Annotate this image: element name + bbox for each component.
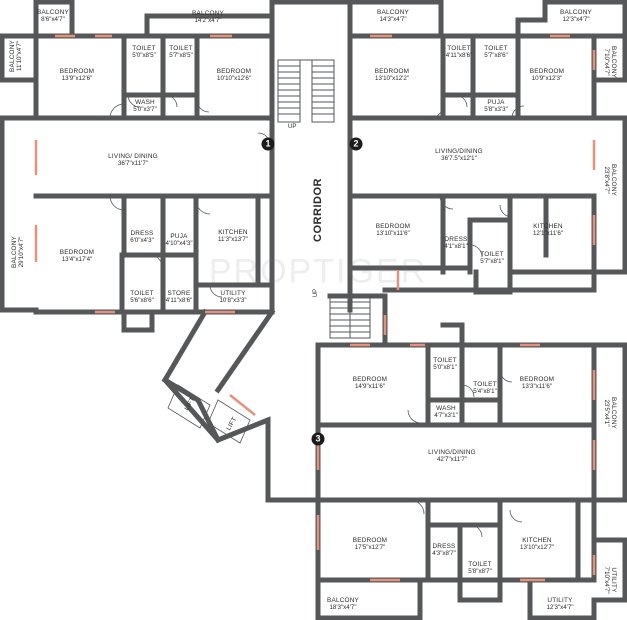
stair-up-label-top: UP [288, 124, 297, 130]
lift-outlines [167, 384, 251, 444]
corridor-label: CORRIDOR [312, 178, 324, 242]
watermark: PROPTIGER [208, 252, 428, 291]
unit-number-badge: 1 [261, 137, 275, 151]
unit-number-badge: 3 [311, 432, 325, 446]
staircase-top [277, 59, 335, 123]
stair-up-label-bottom: UP [313, 288, 320, 298]
staircase-bottom [329, 295, 371, 339]
unit-number-badge: 2 [349, 137, 363, 151]
openings [34, 34, 596, 582]
